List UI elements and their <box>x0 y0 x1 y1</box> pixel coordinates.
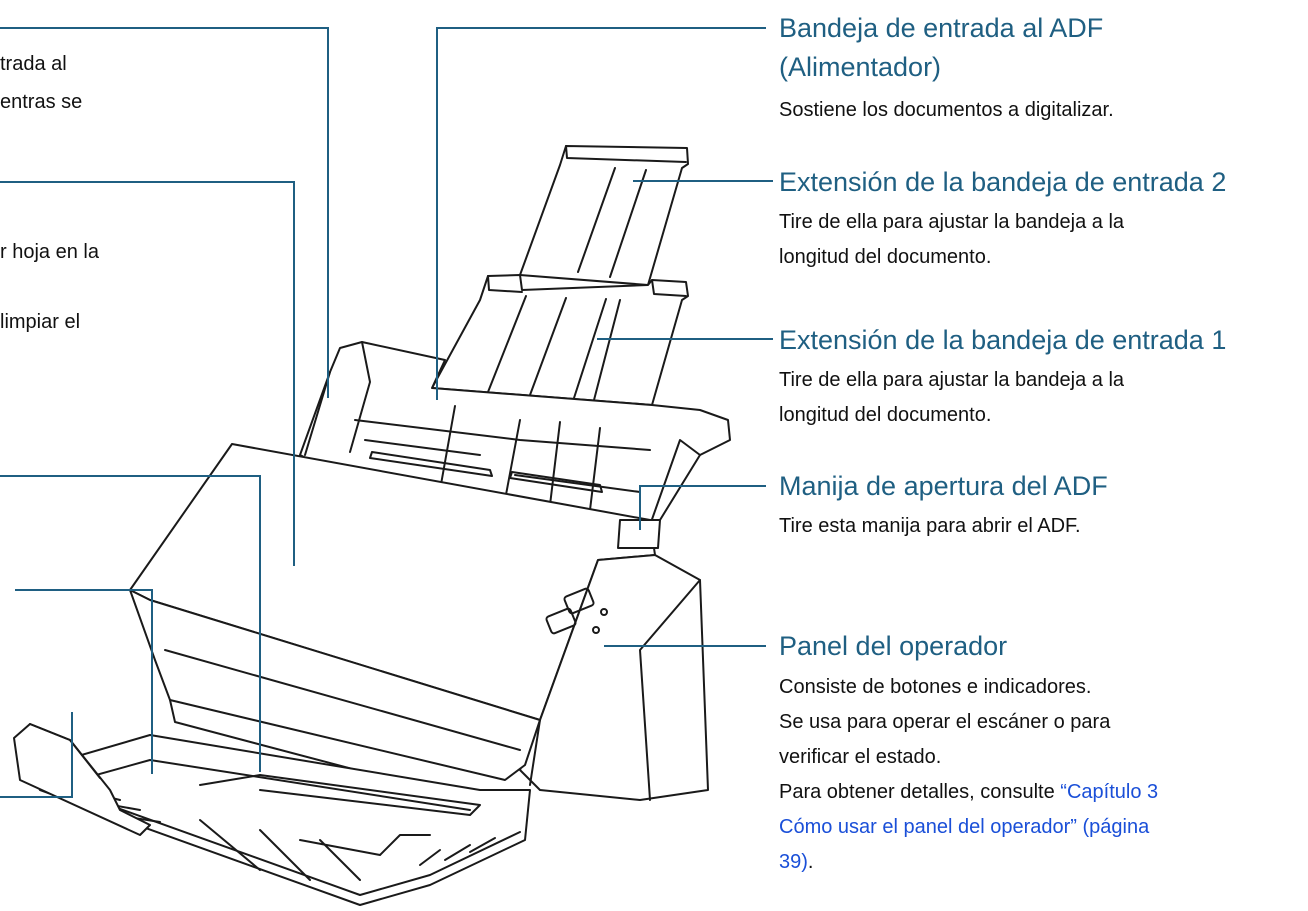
leader-line-left-3 <box>0 475 261 772</box>
chapter-3-link-part-3[interactable]: 39) <box>779 851 808 873</box>
extension-1-desc-2: longitud del documento. <box>779 404 992 426</box>
scanner-illustration <box>13 145 731 906</box>
operator-panel-desc-2: Se usa para operar el escáner o para <box>779 711 1111 733</box>
operator-panel-desc-3: verificar el estado. <box>779 746 942 768</box>
adf-release-handle-desc: Tire esta manija para abrir el ADF. <box>779 515 1081 537</box>
adf-input-tray-title-2: (Alimentador) <box>779 52 942 82</box>
scanner-front <box>129 589 541 781</box>
extension-1-desc-1: Tire de ella para ajustar la bandeja a l… <box>779 369 1125 391</box>
operator-panel-desc-4: Para obtener detalles, consulte “Capítul… <box>779 776 1158 808</box>
leader-line-left-5 <box>0 712 73 798</box>
operator-panel-button-1 <box>563 587 595 615</box>
left-callout-2-line-2: limpiar el <box>0 311 81 333</box>
extension-2-desc-2: longitud del documento. <box>779 246 992 268</box>
left-callout-2-line-1: r hoja en la <box>0 241 99 263</box>
chapter-3-link-part-1[interactable]: “Capítulo 3 <box>1060 781 1159 803</box>
extension-2-title: Extensión de la bandeja de entrada 2 <box>779 167 1227 197</box>
leader-line-adf-input-tray <box>436 27 766 400</box>
leader-line-left-4 <box>15 589 153 774</box>
adf-input-tray-desc: Sostiene los documentos a digitalizar. <box>779 99 1114 121</box>
left-callout-1-line-2: entras se <box>0 91 83 113</box>
adf-input-tray-title-1: Bandeja de entrada al ADF <box>779 13 1104 43</box>
operator-panel-desc-suffix: . <box>807 851 814 873</box>
left-callout-1-line-1: trada al <box>0 53 67 75</box>
extension-2-desc-1: Tire de ella para ajustar la bandeja a l… <box>779 211 1125 233</box>
leader-line-adf-release-handle <box>639 485 766 530</box>
extension-2-outline <box>519 145 689 286</box>
adf-release-handle-outline <box>617 519 661 549</box>
operator-panel-desc-5: Cómo usar el panel del operador” (página <box>779 811 1149 843</box>
operator-panel-button-2 <box>545 607 577 635</box>
operator-panel-desc-4-prefix: Para obtener detalles, consulte <box>779 781 1061 803</box>
leader-line-left-2 <box>0 181 295 566</box>
operator-panel-title: Panel del operador <box>779 631 1008 661</box>
chapter-3-link-part-2[interactable]: Cómo usar el panel del operador” (página <box>779 816 1150 838</box>
leader-lines <box>0 27 773 798</box>
extension-1-title: Extensión de la bandeja de entrada 1 <box>779 325 1227 355</box>
adf-release-handle-title: Manija de apertura del ADF <box>779 471 1108 501</box>
operator-panel-desc-1: Consiste de botones e indicadores. <box>779 676 1092 698</box>
operator-panel-desc-6: 39). <box>779 846 813 878</box>
leader-line-left-1 <box>0 27 329 398</box>
